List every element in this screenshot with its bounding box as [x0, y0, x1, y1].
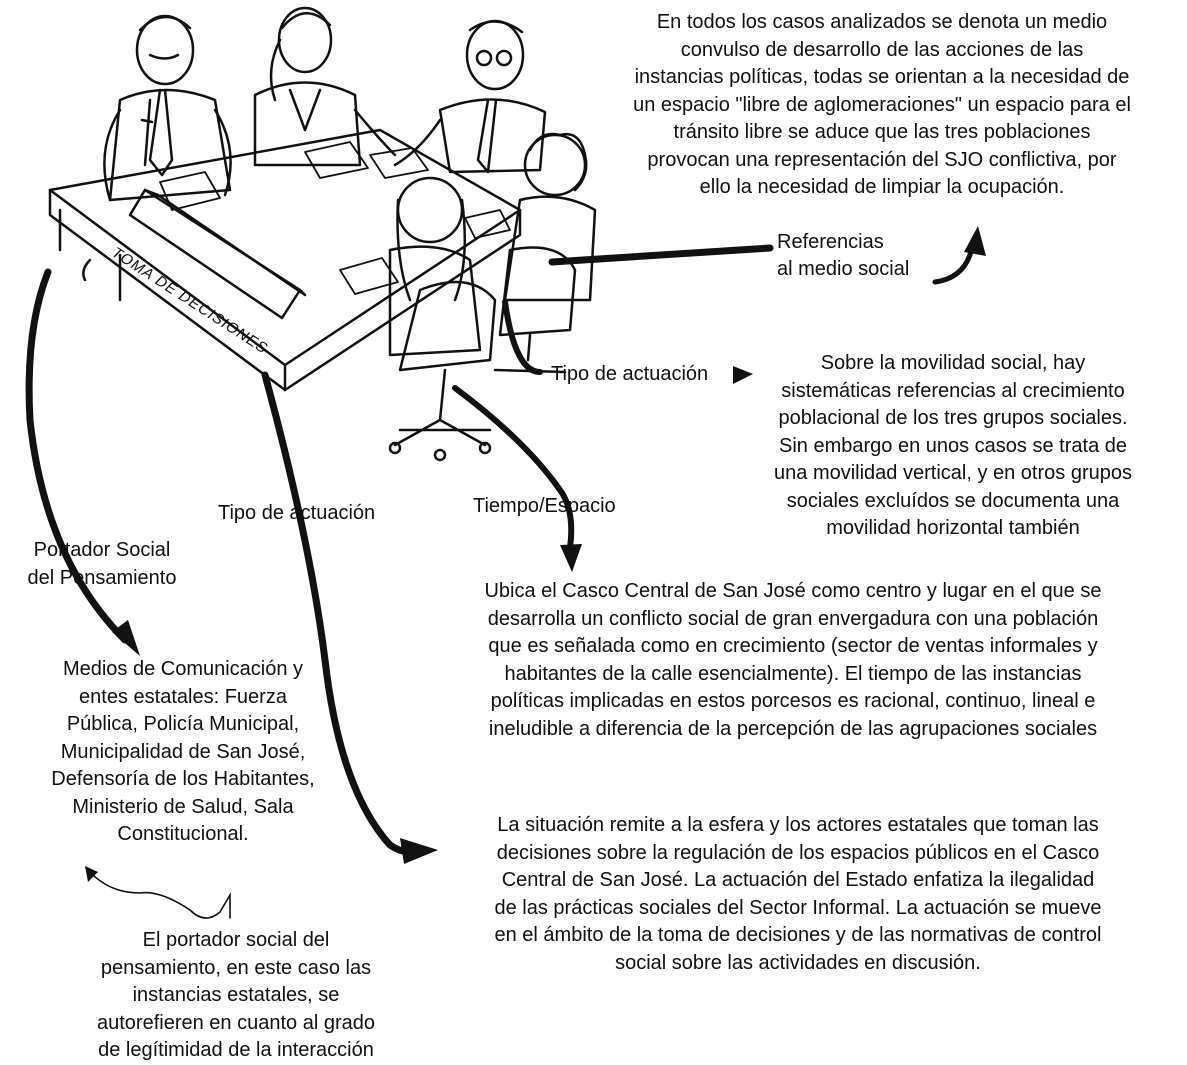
- label-line: Referencias: [777, 231, 884, 253]
- text-line: social sobre las actividades en discusió…: [615, 951, 981, 974]
- label-line: Portador Social: [33, 539, 171, 561]
- arrow-referencias-up: [932, 245, 975, 285]
- arrow-tiempo: [452, 385, 575, 551]
- text-line: Ubica el Casco Central de San José como …: [484, 580, 1102, 602]
- text-line: ello la necesidad de limpiar la ocupació…: [699, 176, 1065, 198]
- text-block-medio-convulso: En todos los casos analizados se denota …: [592, 9, 1172, 202]
- text-line: habitantes de la calle esencialmente). E…: [504, 662, 1082, 685]
- label-line: al medio social: [777, 258, 910, 280]
- label-line: del Pensamiento: [27, 566, 177, 589]
- text-line: ineludible a diferencia de la percepción…: [488, 717, 1098, 740]
- text-block-medios-comunicacion: Medios de Comunicación y entes estatales…: [18, 656, 348, 849]
- text-line: poblacional de los tres grupos sociales.: [778, 407, 1128, 429]
- text-line: políticas implicadas en estos porcesos e…: [490, 690, 1096, 712]
- arrow-tipo-left-head: [400, 838, 438, 864]
- label-referencias-medio-social: Referencias al medio social: [777, 229, 909, 283]
- arrow-tiempo-head: [560, 544, 582, 572]
- text-line: desarrolla un conflicto social de gran e…: [487, 607, 1099, 630]
- text-line: una movilidad vertical, y en otros grupo…: [774, 462, 1132, 484]
- person-left-man: [103, 14, 232, 202]
- text-line: Sobre la movilidad social, hay: [820, 352, 1086, 374]
- label-tipo-actuacion-left: Tipo de actuación: [218, 502, 376, 524]
- text-line: Defensoría de los Habitantes,: [51, 768, 315, 790]
- label-tipo-actuacion-right: Tipo de actuación: [551, 363, 709, 385]
- text-line: sistemáticas referencias al crecimiento: [781, 379, 1125, 402]
- text-block-casco-central: Ubica el Casco Central de San José como …: [408, 578, 1178, 743]
- label-tiempo-espacio: Tiempo/Espacio: [473, 495, 616, 517]
- arrow-tipo-left: [261, 371, 414, 856]
- chair-front: [388, 280, 497, 462]
- text-block-situacion: La situación remite a la esfera y los ac…: [428, 812, 1168, 977]
- text-line: decisiones sobre la regulación de los es…: [496, 841, 1100, 864]
- text-line: movilidad horizontal también: [826, 517, 1080, 539]
- decision-sign: [128, 188, 307, 320]
- text-block-portador-descripcion: El portador social del pensamiento, en e…: [60, 927, 412, 1065]
- text-line: Central de San José. La actuación del Es…: [501, 869, 1095, 891]
- text-line: Pública, Policía Municipal,: [66, 713, 300, 735]
- arrow-portador-head: [112, 620, 140, 656]
- text-block-movilidad: Sobre la movilidad social, hay sistemáti…: [742, 350, 1164, 543]
- person-long-hair: [388, 176, 482, 357]
- text-line: de legítimidad de la interacción: [98, 1039, 374, 1061]
- text-line: que es señalada como en crecimiento (sec…: [488, 635, 1098, 657]
- text-line: tránsito libre se aduce que las tres pob…: [673, 121, 1091, 143]
- text-line: provocan una representación del SJO conf…: [647, 148, 1117, 171]
- arrow-referencias-head: [964, 226, 986, 256]
- arrow-tipo-right: [502, 299, 543, 375]
- arrow-portador-desc: [89, 871, 231, 919]
- text-line: En todos los casos analizados se denota …: [656, 11, 1108, 33]
- text-line: sociales excluídos se documenta una: [786, 489, 1120, 512]
- text-line: de las prácticas sociales del Sector Inf…: [494, 896, 1102, 919]
- label-portador-social: Portador Social del Pensamiento: [0, 537, 204, 592]
- person-right-man: [393, 19, 547, 174]
- text-line: Constitucional.: [117, 823, 249, 845]
- text-line: El portador social del: [142, 929, 330, 951]
- arrow-portador: [25, 268, 129, 644]
- text-line: La situación remite a la esfera y los ac…: [497, 814, 1099, 836]
- arrow-referencias-line: [548, 244, 774, 266]
- arrow-portador-desc-head: [85, 866, 98, 882]
- text-line: Medios de Comunicación y: [62, 658, 304, 680]
- text-line: pensamiento, en este caso las: [100, 956, 372, 979]
- person-curly-hair: [503, 132, 597, 302]
- text-line: Ministerio de Salud, Sala: [72, 795, 294, 818]
- text-line: Sin embargo en unos casos se trata de: [779, 434, 1127, 457]
- text-line: un espacio "libre de aglomeraciones" un …: [633, 93, 1131, 116]
- arrow-tipo-right-head: [733, 366, 753, 384]
- text-line: entes estatales: Fuerza: [79, 685, 287, 708]
- person-center-woman: [253, 6, 397, 167]
- text-line: instancias políticas, todas se orientan …: [634, 66, 1130, 88]
- text-line: en el ámbito de la toma de decisiones y …: [494, 924, 1102, 946]
- table: [48, 128, 522, 392]
- text-line: autorefieren en cuanto al grado: [97, 1011, 375, 1034]
- text-line: instancias estatales, se: [132, 984, 340, 1006]
- text-line: convulso de desarrollo de las acciones d…: [680, 38, 1084, 61]
- text-line: Municipalidad de San José,: [60, 740, 306, 763]
